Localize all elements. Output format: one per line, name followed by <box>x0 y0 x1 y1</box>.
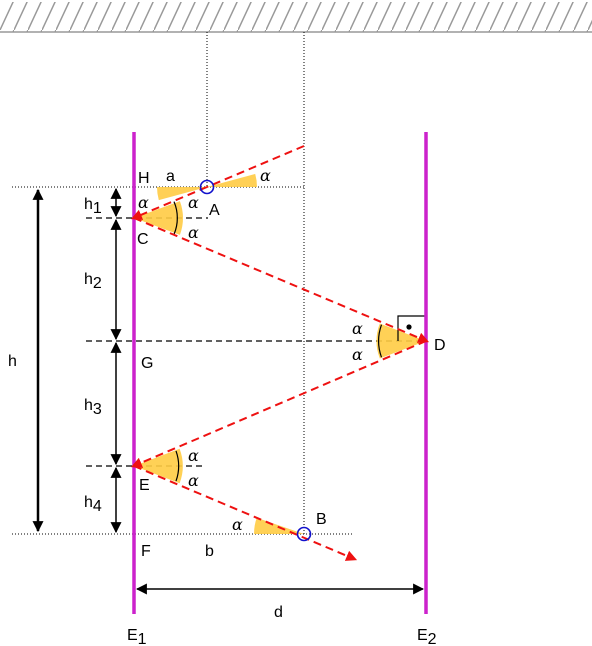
label-a-point: A <box>209 202 220 219</box>
angle-wedges <box>134 173 426 534</box>
alpha-label-d-lower: α <box>352 345 363 364</box>
light-ray <box>130 145 430 561</box>
label-h1: h1 <box>84 196 102 217</box>
label-h3: h3 <box>84 397 102 418</box>
ray-segment-e-out <box>133 465 358 561</box>
ray-segment-c-d <box>133 217 430 343</box>
ceiling <box>0 2 592 33</box>
label-h-total: h <box>8 353 17 370</box>
label-mirror-e1: E1 <box>127 627 147 646</box>
label-d-point: D <box>434 337 446 354</box>
alpha-label-e-lower: α <box>188 471 199 490</box>
label-g-point: G <box>141 355 153 372</box>
label-e-point: E <box>139 477 150 494</box>
point-a <box>199 179 215 195</box>
label-c-point: C <box>137 231 149 248</box>
angle-wedge-a-left <box>157 187 207 201</box>
alpha-label-e-upper: α <box>188 446 199 465</box>
angle-wedge-d <box>376 323 426 359</box>
alpha-label-a-below: α <box>188 193 199 212</box>
ray-segment-d-e <box>130 340 427 468</box>
label-b-segment: b <box>205 543 214 560</box>
label-mirror-e2: E2 <box>417 627 437 646</box>
angle-wedge-a-right <box>207 173 257 187</box>
alpha-label-a-right: α <box>260 166 271 185</box>
angle-wedge-c <box>134 201 183 235</box>
ray-extension <box>206 145 305 188</box>
label-a-segment: a <box>166 168 175 185</box>
dimension-arrows <box>32 187 425 595</box>
alpha-label-b: α <box>232 515 243 534</box>
label-d-distance: d <box>274 604 283 621</box>
alpha-label-d-upper: α <box>352 319 363 338</box>
point-b <box>296 526 312 542</box>
angle-wedge-e <box>134 448 183 484</box>
angle-wedge-b <box>254 517 304 534</box>
alpha-label-c: α <box>188 223 199 242</box>
label-b-point: B <box>316 511 327 528</box>
angle-arcs <box>173 201 383 482</box>
right-angle-mark <box>397 315 426 341</box>
label-f-point: F <box>141 543 151 560</box>
label-h2: h2 <box>84 271 102 292</box>
label-h-point: H <box>138 170 150 187</box>
label-h4: h4 <box>84 494 102 515</box>
alpha-label-h: α <box>138 193 149 212</box>
